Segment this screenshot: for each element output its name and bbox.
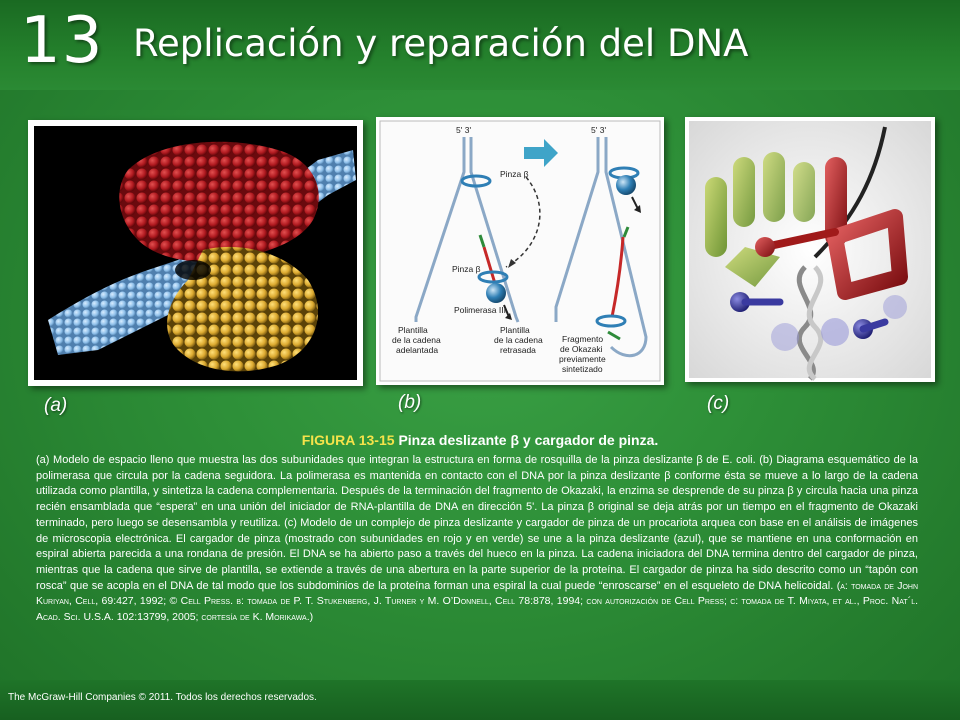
- footer-band: [0, 680, 960, 720]
- header-band: [0, 0, 960, 90]
- label-lagging-2: de la cadena: [494, 335, 543, 345]
- label-okazaki-1: Fragmento: [562, 334, 603, 344]
- figure-caption-body: (a) Modelo de espacio lleno que muestra …: [36, 453, 918, 626]
- panel-a-space-filling-model: [28, 120, 363, 386]
- label-lagging-1: Plantilla: [500, 325, 530, 335]
- label-lagging-3: retrasada: [500, 345, 536, 355]
- label-polymerase: Polimerasa III: [454, 305, 506, 315]
- label-clamp-top: Pinza β: [500, 169, 529, 179]
- caption-text: (a) Modelo de espacio lleno que muestra …: [36, 454, 918, 592]
- clamp-loader-model-image: [689, 121, 931, 381]
- footer-copyright: The McGraw-Hill Companies © 2011. Todos …: [8, 692, 317, 703]
- polymerase-schematic: 5' 3' 5' 3' Pinza β Pinza β Polimerasa I…: [379, 120, 661, 382]
- figure-caption-title: FIGURA 13-15 Pinza deslizante β y cargad…: [0, 432, 960, 448]
- panel-c-label: (c): [707, 393, 730, 414]
- figure-number: FIGURA 13-15: [301, 432, 395, 448]
- chapter-title: Replicación y reparación del DNA: [133, 22, 749, 65]
- label-5-3-left: 5' 3': [456, 125, 471, 135]
- panel-b-label: (b): [398, 392, 422, 413]
- label-okazaki-4: sintetizado: [562, 364, 603, 374]
- panel-a-label: (a): [44, 395, 68, 416]
- panel-b-schematic-diagram: 5' 3' 5' 3' Pinza β Pinza β Polimerasa I…: [376, 117, 664, 385]
- label-okazaki-2: de Okazaki: [560, 344, 603, 354]
- panel-c-clamp-loader-model: [685, 117, 935, 382]
- figure-title: Pinza deslizante β y cargador de pinza.: [398, 432, 659, 448]
- caption-credits: (a: tomada de John Kuriyan, Cell, 69:427…: [36, 579, 919, 624]
- label-clamp-mid: Pinza β: [452, 264, 481, 274]
- label-okazaki-3: previamente: [559, 354, 606, 364]
- label-leading-2: de la cadena: [392, 335, 441, 345]
- chapter-number: 13: [20, 4, 104, 78]
- label-leading-1: Plantilla: [398, 325, 428, 335]
- label-leading-3: adelantada: [396, 345, 438, 355]
- space-filling-model-image: [34, 126, 357, 380]
- label-5-3-right: 5' 3': [591, 125, 606, 135]
